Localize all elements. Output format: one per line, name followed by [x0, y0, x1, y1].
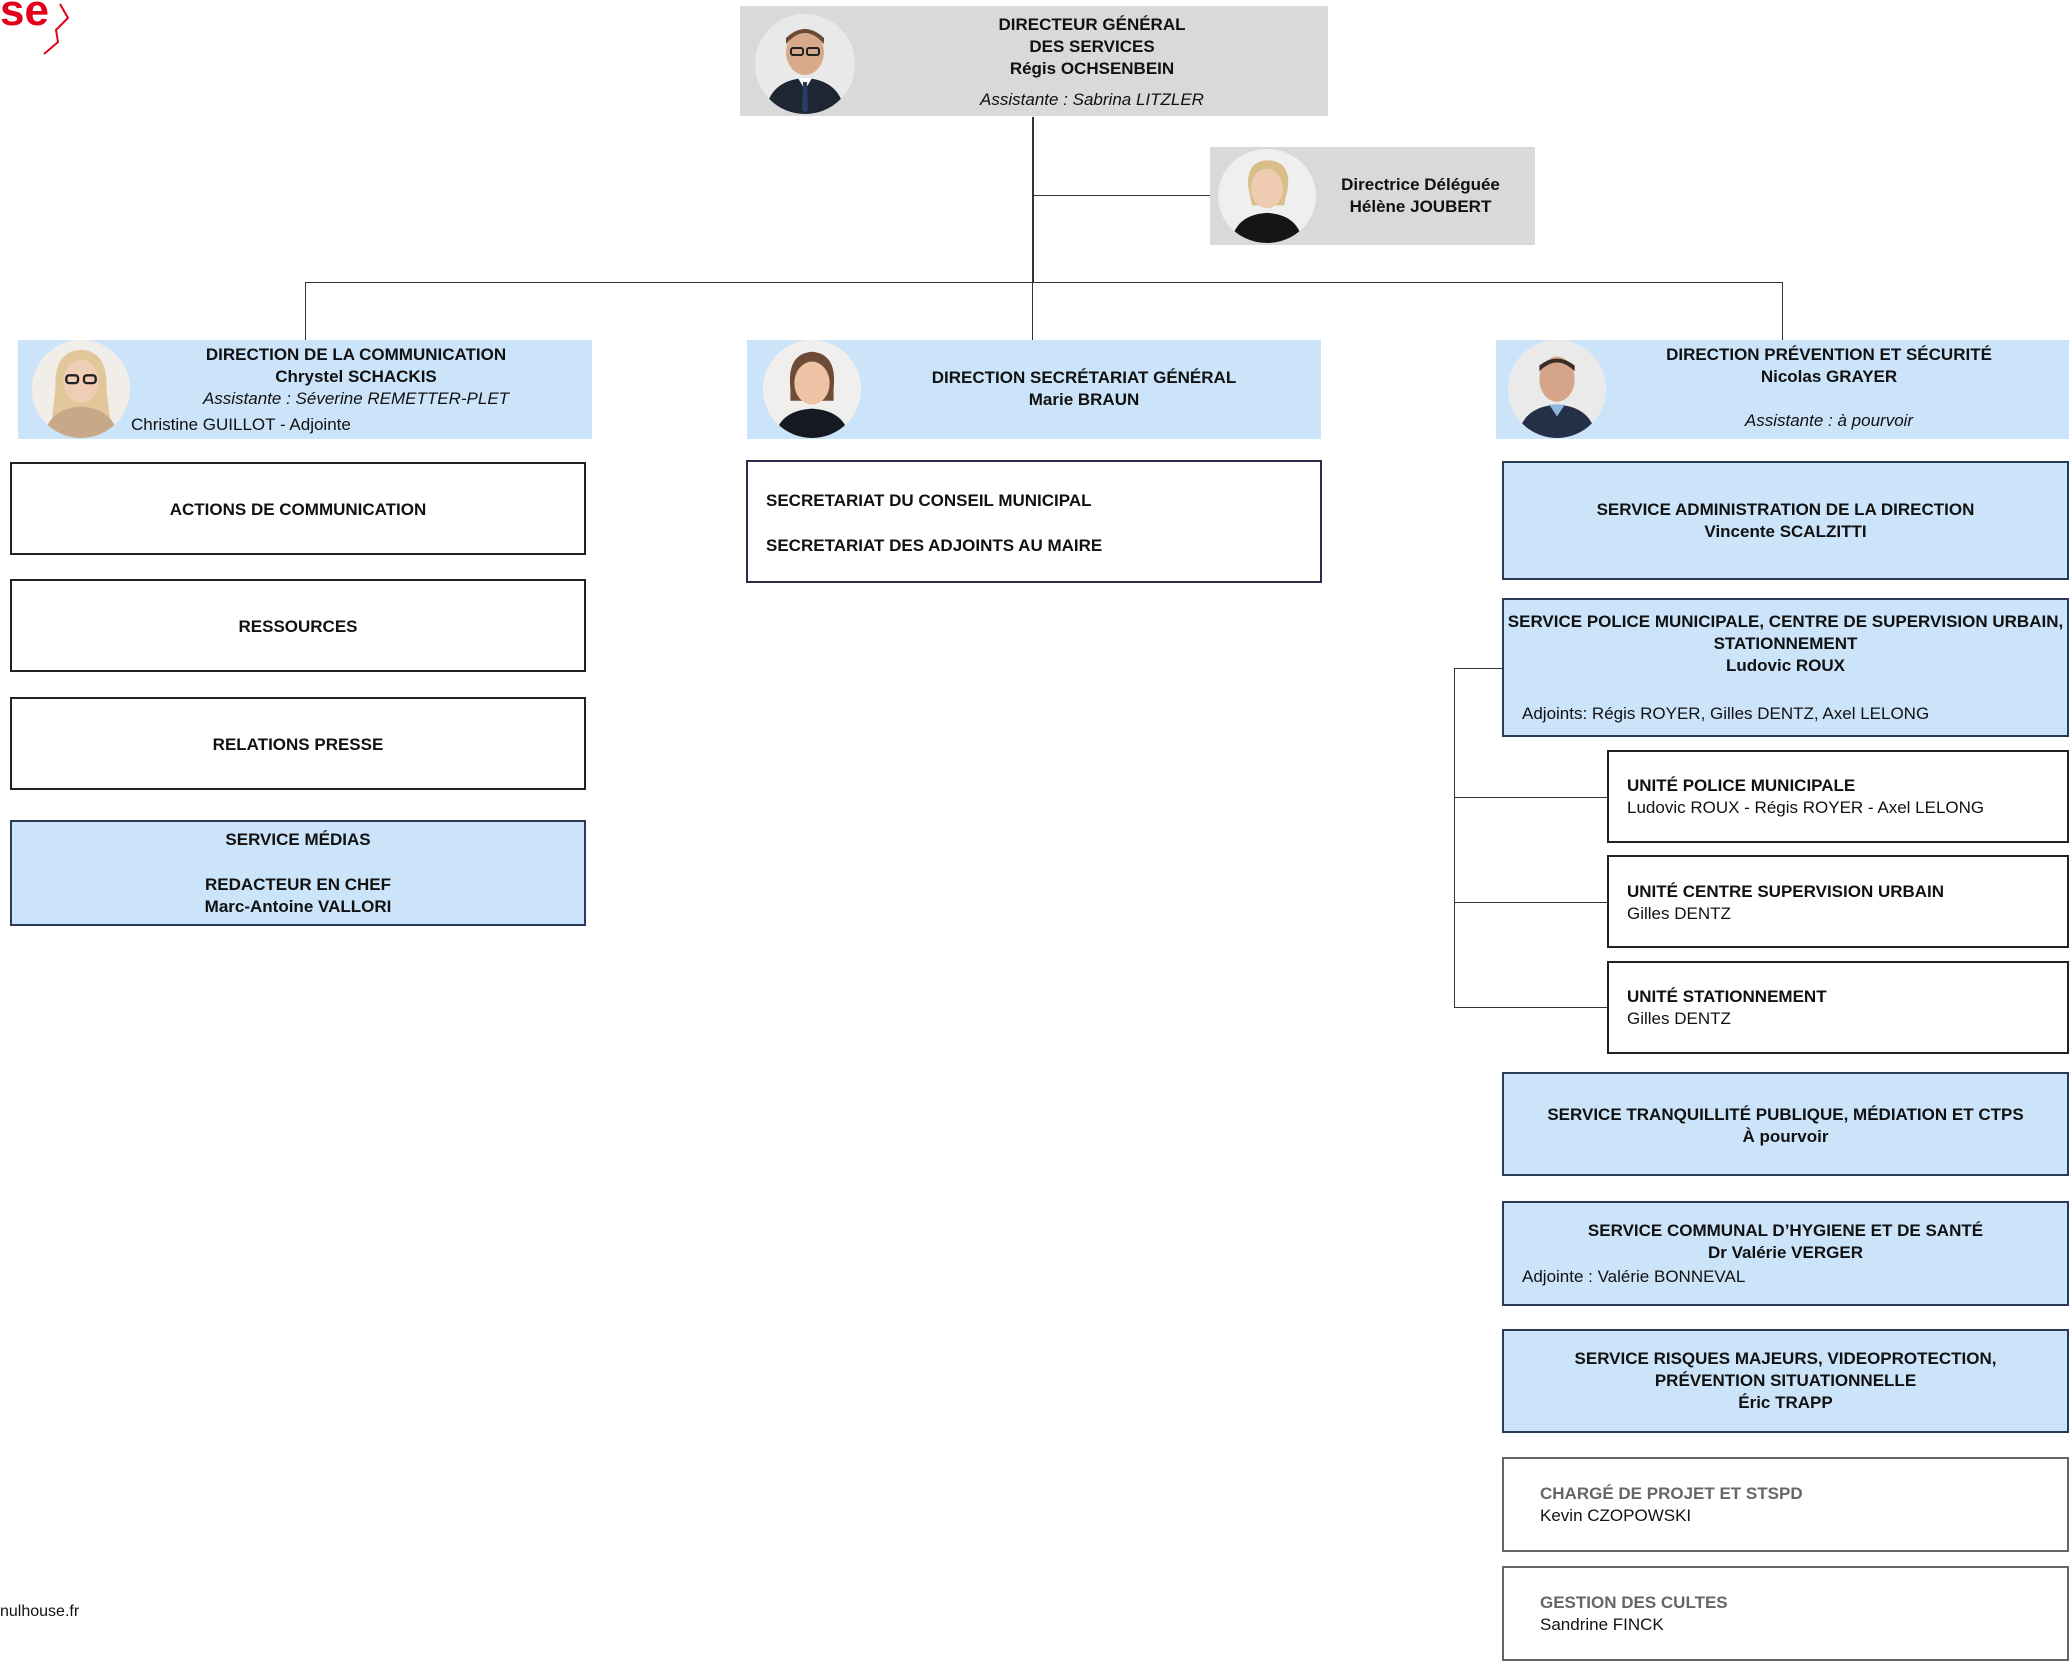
- gestion-cultes-name: Sandrine FINCK: [1540, 1615, 1664, 1634]
- connector: [1782, 282, 1783, 340]
- communication-assistant: Assistante : Séverine REMETTER-PLET: [202, 389, 510, 408]
- service-medias-role: REDACTEUR EN CHEF: [204, 875, 392, 894]
- connector: [1032, 195, 1210, 196]
- unit-police-municipale-title: UNITÉ POLICE MUNICIPALE: [1627, 776, 1856, 795]
- unit-conseil-municipal: SECRETARIAT DU CONSEIL MUNICIPAL: [766, 491, 1092, 510]
- service-police-title-line1: SERVICE POLICE MUNICIPALE, CENTRE DE SUP…: [1507, 612, 2064, 631]
- dgs-box: DIRECTEUR GÉNÉRAL DES SERVICES Régis OCH…: [740, 6, 1328, 116]
- gestion-cultes-box: GESTION DES CULTES Sandrine FINCK: [1502, 1566, 2069, 1661]
- dgs-assistant: Assistante : Sabrina LITZLER: [980, 90, 1204, 109]
- secretariat-photo: [763, 340, 861, 438]
- service-hygiene-box: SERVICE COMMUNAL D’HYGIENE ET DE SANTÉ D…: [1502, 1201, 2069, 1306]
- service-police-box: SERVICE POLICE MUNICIPALE, CENTRE DE SUP…: [1502, 598, 2069, 737]
- secretariat-name: Marie BRAUN: [1028, 390, 1140, 409]
- communication-direction-box: DIRECTION DE LA COMMUNICATION Chrystel S…: [18, 340, 592, 439]
- service-tranquillite-box: SERVICE TRANQUILLITÉ PUBLIQUE, MÉDIATION…: [1502, 1072, 2069, 1176]
- logo-swoosh-icon: [43, 3, 70, 55]
- deleguee-photo: [1218, 149, 1316, 243]
- deleguee-title: Directrice Déléguée: [1341, 175, 1500, 194]
- connector: [1454, 668, 1502, 669]
- charge-projet-title: CHARGÉ DE PROJET ET STSPD: [1540, 1484, 1803, 1503]
- person-icon: [763, 340, 861, 438]
- connector: [1032, 282, 1033, 340]
- prevention-direction-box: DIRECTION PRÉVENTION ET SÉCURITÉ Nicolas…: [1496, 340, 2069, 439]
- unit-centre-supervision-title: UNITÉ CENTRE SUPERVISION URBAIN: [1627, 882, 1945, 901]
- unit-label: RELATIONS PRESSE: [212, 735, 384, 754]
- secretariat-title: DIRECTION SECRÉTARIAT GÉNÉRAL: [931, 368, 1237, 387]
- footer-website: nulhouse.fr: [0, 1603, 80, 1620]
- secretariat-units-box: SECRETARIAT DU CONSEIL MUNICIPAL SECRETA…: [746, 460, 1322, 583]
- gestion-cultes-title: GESTION DES CULTES: [1540, 1593, 1728, 1612]
- unit-stationnement-title: UNITÉ STATIONNEMENT: [1627, 987, 1827, 1006]
- service-tranquillite-name: À pourvoir: [1742, 1127, 1829, 1146]
- service-risques-box: SERVICE RISQUES MAJEURS, VIDEOPROTECTION…: [1502, 1329, 2069, 1433]
- unit-stationnement-box: UNITÉ STATIONNEMENT Gilles DENTZ: [1607, 961, 2069, 1054]
- service-hygiene-title: SERVICE COMMUNAL D’HYGIENE ET DE SANTÉ: [1587, 1221, 1984, 1240]
- unit-stationnement-name: Gilles DENTZ: [1627, 1009, 1731, 1028]
- service-risques-title-line1: SERVICE RISQUES MAJEURS, VIDEOPROTECTION…: [1574, 1349, 1997, 1368]
- dgs-title-line1: DIRECTEUR GÉNÉRAL: [998, 15, 1186, 34]
- unit-adjoints-maire: SECRETARIAT DES ADJOINTS AU MAIRE: [766, 536, 1103, 555]
- unit-actions-communication: ACTIONS DE COMMUNICATION: [10, 462, 586, 555]
- dgs-name: Régis OCHSENBEIN: [1009, 59, 1175, 78]
- mulhouse-logo: se: [0, 0, 80, 56]
- service-administration-box: SERVICE ADMINISTRATION DE LA DIRECTION V…: [1502, 461, 2069, 580]
- unit-police-municipale-name: Ludovic ROUX - Régis ROYER - Axel LELONG: [1627, 798, 1985, 817]
- deleguee-name: Hélène JOUBERT: [1349, 197, 1492, 216]
- connector: [1454, 1007, 1608, 1008]
- communication-name: Chrystel SCHACKIS: [275, 367, 437, 386]
- communication-title: DIRECTION DE LA COMMUNICATION: [205, 345, 507, 364]
- deleguee-box: Directrice Déléguée Hélène JOUBERT: [1210, 147, 1535, 245]
- prevention-title: DIRECTION PRÉVENTION ET SÉCURITÉ: [1666, 345, 1992, 364]
- connector: [1454, 902, 1608, 903]
- service-risques-title-line2: PRÉVENTION SITUATIONNELLE: [1654, 1371, 1917, 1390]
- person-icon: [32, 340, 130, 438]
- logo-text: se: [0, 0, 49, 35]
- service-medias-title: SERVICE MÉDIAS: [225, 830, 371, 849]
- unit-relations-presse: RELATIONS PRESSE: [10, 697, 586, 790]
- connector: [1454, 668, 1455, 1008]
- unit-label: ACTIONS DE COMMUNICATION: [169, 500, 427, 519]
- prevention-assistant: Assistante : à pourvoir: [1744, 411, 1914, 430]
- dgs-photo: [755, 14, 855, 114]
- secretariat-direction-box: DIRECTION SECRÉTARIAT GÉNÉRAL Marie BRAU…: [747, 340, 1321, 439]
- person-icon: [1220, 149, 1314, 243]
- connector: [1032, 117, 1034, 283]
- unit-ressources: RESSOURCES: [10, 579, 586, 672]
- service-risques-name: Éric TRAPP: [1738, 1393, 1833, 1412]
- prevention-name: Nicolas GRAYER: [1760, 367, 1898, 386]
- communication-deputy: Christine GUILLOT - Adjointe: [131, 415, 351, 434]
- unit-label: RESSOURCES: [238, 617, 358, 636]
- person-icon: [755, 14, 855, 114]
- service-administration-title: SERVICE ADMINISTRATION DE LA DIRECTION: [1596, 500, 1975, 519]
- charge-projet-name: Kevin CZOPOWSKI: [1540, 1506, 1692, 1525]
- service-hygiene-name: Dr Valérie VERGER: [1708, 1243, 1863, 1262]
- unit-centre-supervision-box: UNITÉ CENTRE SUPERVISION URBAIN Gilles D…: [1607, 855, 2069, 948]
- service-hygiene-deputy: Adjointe : Valérie BONNEVAL: [1522, 1267, 1746, 1286]
- service-medias-box: SERVICE MÉDIAS REDACTEUR EN CHEF Marc-An…: [10, 820, 586, 926]
- unit-police-municipale-box: UNITÉ POLICE MUNICIPALE Ludovic ROUX - R…: [1607, 750, 2069, 843]
- connector: [305, 282, 306, 340]
- person-icon: [1508, 340, 1606, 438]
- service-medias-name: Marc-Antoine VALLORI: [204, 897, 392, 916]
- unit-centre-supervision-name: Gilles DENTZ: [1627, 904, 1731, 923]
- dgs-title-line2: DES SERVICES: [1029, 37, 1155, 56]
- charge-projet-box: CHARGÉ DE PROJET ET STSPD Kevin CZOPOWSK…: [1502, 1457, 2069, 1552]
- service-police-title-line2: STATIONNEMENT: [1713, 634, 1858, 653]
- service-tranquillite-title: SERVICE TRANQUILLITÉ PUBLIQUE, MÉDIATION…: [1547, 1105, 2024, 1124]
- service-police-deputies: Adjoints: Régis ROYER, Gilles DENTZ, Axe…: [1522, 704, 1930, 723]
- connector: [305, 282, 1783, 283]
- service-administration-name: Vincente SCALZITTI: [1704, 522, 1867, 541]
- prevention-photo: [1508, 340, 1606, 438]
- connector: [1454, 797, 1608, 798]
- communication-photo: [32, 340, 130, 438]
- service-police-name: Ludovic ROUX: [1725, 656, 1845, 675]
